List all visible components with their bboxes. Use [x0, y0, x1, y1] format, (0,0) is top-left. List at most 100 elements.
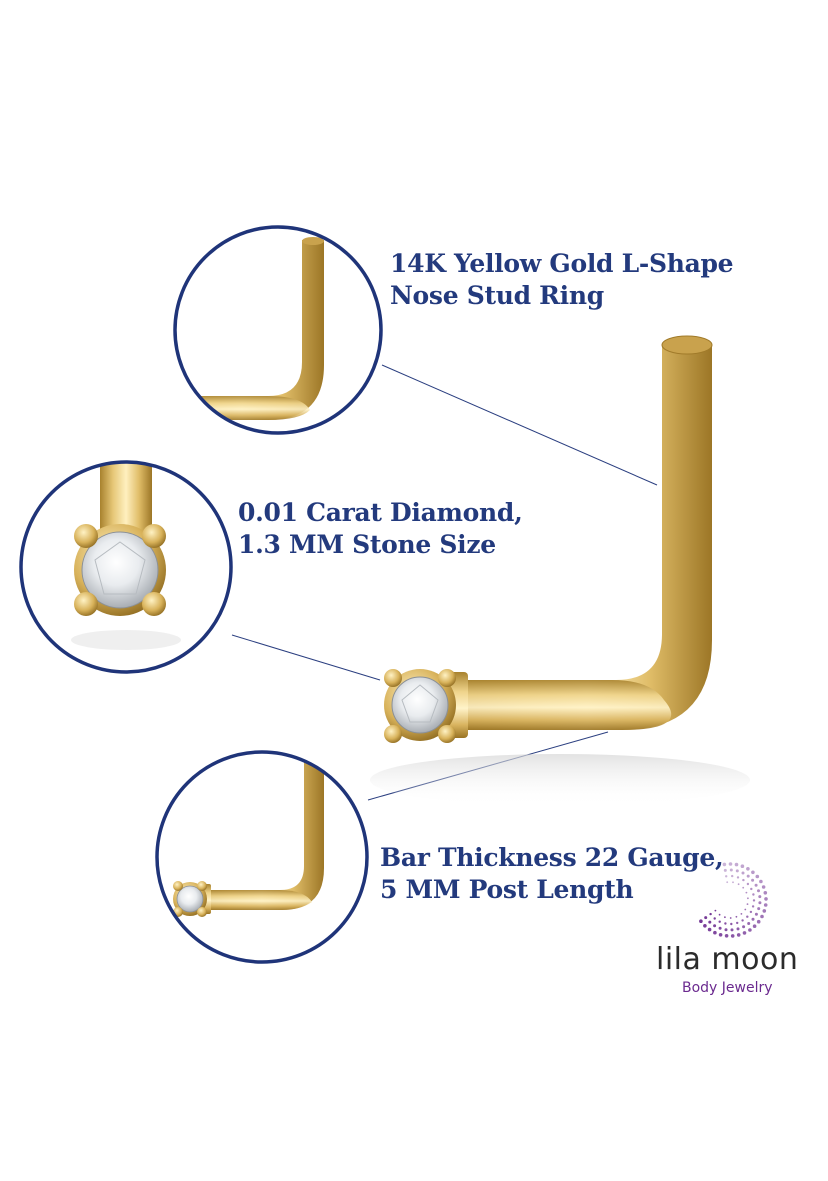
callout-stone-line2: 1.3 MM Stone Size	[238, 530, 496, 559]
logo-dot	[759, 879, 763, 884]
callout-line-top	[381, 364, 658, 486]
callout-bar-line2: 5 MM Post Length	[380, 875, 634, 904]
logo-dot	[752, 899, 756, 902]
logo-dot	[758, 901, 762, 905]
logo-dot	[745, 891, 748, 894]
callout-material: 14K Yellow Gold L-Shape Nose Stud Ring	[390, 248, 734, 312]
logo-dot	[751, 870, 755, 875]
logo-dot	[699, 919, 703, 923]
logo-dot	[723, 868, 727, 872]
main-stud-bar	[462, 680, 672, 730]
logo-dot	[725, 875, 728, 878]
logo-dot	[755, 874, 760, 879]
logo-dot	[749, 910, 753, 914]
logo-dot	[726, 881, 729, 884]
logo-dot	[724, 922, 727, 925]
logo-dot	[758, 895, 762, 899]
brand-logo: lila moon Body Jewelry	[640, 858, 820, 998]
logo-dot	[718, 926, 722, 930]
logo-dot	[751, 905, 755, 908]
logo-dot	[713, 924, 717, 928]
detail-circle-diamond	[19, 460, 233, 674]
logo-dot	[724, 916, 726, 919]
logo-dot	[742, 931, 747, 935]
logo-dot	[742, 886, 745, 889]
logo-dot	[751, 878, 755, 882]
logo-dot	[757, 889, 760, 893]
callout-bar: Bar Thickness 22 Gauge, 5 MM Post Length	[380, 842, 724, 906]
logo-dot	[734, 862, 739, 867]
logo-dot	[732, 881, 734, 884]
logo-dot	[747, 922, 751, 925]
callout-bar-line1: Bar Thickness 22 Gauge,	[380, 843, 724, 872]
logo-dot	[764, 897, 768, 901]
logo-dot	[714, 909, 717, 912]
logo-dot	[731, 874, 734, 878]
logo-dot	[740, 913, 743, 915]
brand-name: lila moon	[656, 942, 799, 977]
logo-dot	[730, 922, 733, 926]
product-shadow	[370, 754, 750, 806]
logo-dot	[744, 908, 747, 911]
logo-dot	[703, 924, 707, 928]
logo-dot	[763, 903, 768, 907]
logo-dot	[746, 903, 749, 905]
logo-dot	[713, 917, 716, 920]
logo-dot	[730, 928, 734, 932]
callout-line-middle	[231, 634, 381, 681]
logo-dot	[746, 874, 750, 878]
logo-dot	[730, 934, 735, 938]
logo-dot	[741, 919, 744, 922]
logo-dot	[708, 920, 712, 924]
logo-dot	[762, 909, 767, 913]
logo-dot	[747, 897, 749, 900]
moon-dots-icon	[699, 862, 768, 938]
logo-dot	[729, 868, 733, 872]
logo-dot	[752, 924, 757, 928]
logo-dot	[751, 917, 755, 921]
logo-dot	[718, 920, 721, 923]
logo-dot	[709, 912, 712, 916]
logo-dot	[756, 919, 761, 924]
logo-dot	[746, 915, 749, 918]
logo-dot	[724, 934, 729, 938]
logo-dot	[763, 891, 768, 895]
callout-stone: 0.01 Carat Diamond, 1.3 MM Stone Size	[238, 497, 523, 561]
logo-dot	[757, 907, 761, 911]
logo-dot	[754, 912, 758, 916]
logo-dot	[724, 928, 728, 932]
logo-dot	[735, 869, 739, 873]
logo-dot	[742, 925, 746, 929]
callout-material-line2: Nose Stud Ring	[390, 281, 604, 310]
callout-stone-line1: 0.01 Carat Diamond,	[238, 498, 523, 527]
main-diamond-setting	[384, 669, 468, 743]
main-stud-tip	[661, 335, 713, 355]
logo-dot	[736, 933, 741, 937]
logo-dot	[718, 933, 723, 937]
logo-dot	[729, 917, 732, 919]
detail-circle-bar	[155, 750, 369, 964]
logo-dot	[742, 878, 745, 882]
logo-dot	[722, 862, 727, 867]
logo-dot	[741, 871, 745, 875]
logo-dot	[760, 914, 764, 919]
logo-dot	[713, 930, 717, 935]
logo-dot	[746, 882, 750, 886]
detail-circle-post	[173, 225, 383, 435]
logo-dot	[750, 887, 753, 891]
logo-dot	[728, 862, 733, 866]
logo-dot	[707, 927, 712, 932]
logo-dot	[736, 927, 740, 931]
logo-dot	[752, 893, 755, 896]
logo-dot	[736, 876, 740, 879]
logo-dot	[761, 885, 766, 889]
logo-dot	[736, 921, 739, 925]
logo-dot	[704, 916, 708, 920]
logo-dot	[746, 867, 750, 871]
logo-dot	[740, 864, 745, 868]
logo-dot	[754, 883, 758, 887]
logo-dot	[735, 915, 738, 918]
callout-material-line1: 14K Yellow Gold L-Shape	[390, 249, 734, 278]
